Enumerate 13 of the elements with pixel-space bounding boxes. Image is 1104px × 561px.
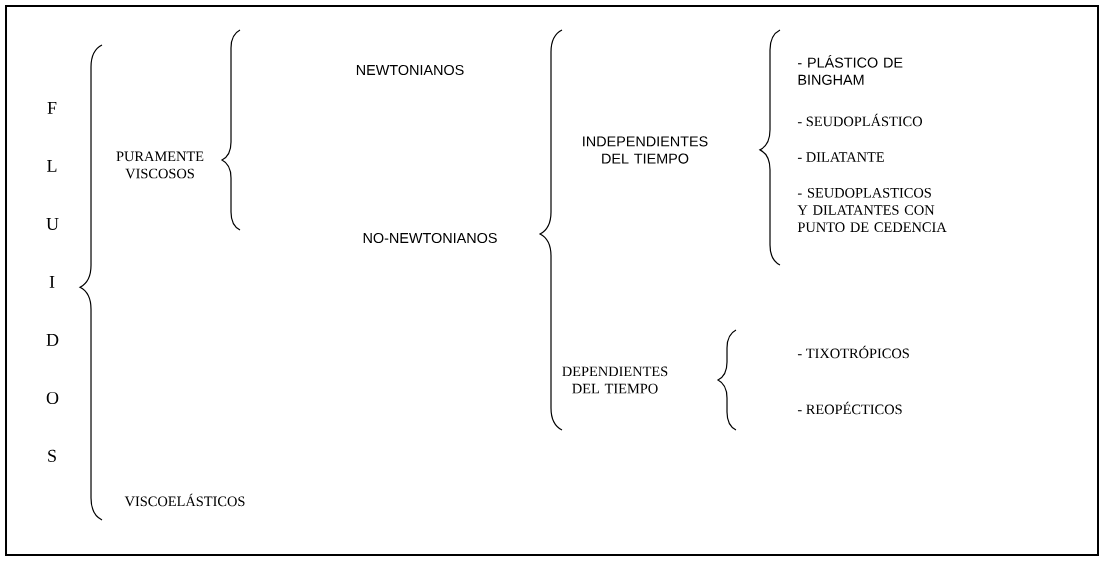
category-label: INDEPENDIENTES DEL TIEMPO	[583, 136, 708, 164]
category-label: - DILATANTE	[797, 152, 884, 162]
category-label: NEWTONIANOS	[356, 64, 464, 76]
category-label: F L U I D O S	[46, 102, 59, 462]
category-label: - SEUDOPLÁSTICO	[797, 113, 922, 127]
category-label: - SEUDOPLASTICOS Y DILATANTES CON PUNTO DE CEDENCIA	[797, 187, 947, 232]
category-label: PURAMENTE VISCOSOS	[116, 151, 204, 179]
category-label: - REOPÉCTICOS	[797, 401, 902, 415]
category-label: - TIXOTRÓPICOS	[797, 345, 909, 359]
category-label: - PLÁSTICO DE BINGHAM	[798, 55, 903, 85]
category-label: VISCOELÁSTICOS	[124, 493, 245, 507]
category-label: NO-NEWTONIANOS	[363, 232, 497, 244]
category-label: DEPENDIENTES DEL TIEMPO	[562, 366, 668, 394]
